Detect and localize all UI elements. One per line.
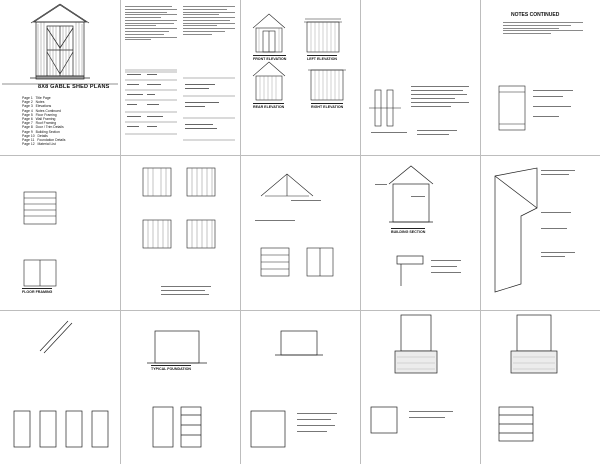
- notes-continued-lines: [503, 22, 583, 36]
- sheet-wall-framing: [121, 156, 240, 310]
- notes-column-left: [125, 6, 177, 42]
- divider-v1: [120, 0, 121, 464]
- floor-plan-drawing: [250, 330, 337, 448]
- elevations-drawing: [252, 13, 346, 101]
- sheet-floor-framing: FLOOR FRAMING: [0, 156, 120, 310]
- document-title: 8X8 GABLE SHED PLANS: [38, 84, 110, 90]
- caption-left-elevation: LEFT ELEVATION: [307, 55, 338, 61]
- rafter-detail-drawing: [494, 167, 575, 293]
- sheet-index-row: Page 9 Building Section: [22, 129, 60, 134]
- sheet-index-row: Page 5 Floor Framing: [22, 112, 57, 117]
- notes-tables: [125, 69, 235, 141]
- notes-continued-heading: NOTES CONTINUED: [511, 12, 560, 18]
- sheet-roof-framing: [241, 156, 360, 310]
- divider-v3: [360, 0, 361, 464]
- divider-v2: [240, 0, 241, 464]
- notes-column-right: [183, 6, 235, 37]
- pier-detail-drawing: [498, 314, 558, 442]
- caption-right-elevation: RIGHT ELEVATION: [311, 103, 344, 109]
- sheet-index-row: Page 1 Title Page: [22, 96, 51, 100]
- sheet-slab-detail: [361, 311, 480, 464]
- sheet-index-row: Page 7 Roof Framing: [22, 121, 57, 126]
- sheet-building-section: BUILDING SECTION: [361, 156, 480, 310]
- divider-v4: [480, 0, 481, 464]
- caption-typical-foundation: TYPICAL FOUNDATION: [151, 365, 191, 371]
- sheet-notes: [121, 0, 240, 155]
- sheet-index-row: Page 10 Details: [22, 133, 48, 138]
- divider-h1: [0, 155, 600, 156]
- sheet-index-row: Page 11 Foundation Details: [22, 138, 66, 143]
- building-section-drawing: [375, 165, 461, 286]
- notes-continued-detail: [498, 85, 573, 131]
- caption-front-elevation: FRONT ELEVATION: [253, 55, 287, 61]
- sheet-index: Page 1 Title Page Page 2 Notes Page 3 El…: [22, 96, 66, 146]
- sheet-index-row: Page 12 Material List: [22, 142, 56, 147]
- divider-h2: [0, 310, 600, 311]
- sheet-index-row: Page 4 Notes Continued: [22, 108, 61, 113]
- caption-floor-framing: FLOOR FRAMING: [22, 288, 53, 294]
- sheet-rafter-detail: [481, 156, 600, 310]
- sheet-details: [361, 0, 480, 155]
- sheet-title-page: 8X8 GABLE SHED PLANS Page 1 Title Page P…: [0, 0, 120, 155]
- sheet-pier-detail: [481, 311, 600, 464]
- shed-front-drawing: [2, 3, 118, 85]
- foundation-drawing: [147, 330, 207, 448]
- caption-rear-elevation: REAR ELEVATION: [253, 103, 285, 109]
- slab-detail-drawing: [370, 314, 453, 434]
- sheet-notes-continued: NOTES CONTINUED: [481, 0, 600, 155]
- sheet-elevations: FRONT ELEVATION LEFT ELEVATION REAR ELEV…: [241, 0, 360, 155]
- floor-framing-drawing: [23, 191, 57, 287]
- sheet-index-row: Page 3 Elevations: [22, 104, 52, 109]
- sheet-floor-plan: [241, 311, 360, 464]
- sheet-index-row: Page 6 Wall Framing: [22, 117, 56, 122]
- roof-framing-drawing: [255, 173, 334, 277]
- wall-framing-drawing: [142, 167, 216, 295]
- caption-building-section: BUILDING SECTION: [391, 228, 426, 234]
- trim-detail-drawing: [13, 320, 109, 448]
- sheet-index-row: Page 8 Door / Trim Details: [22, 125, 64, 130]
- sheet-trim-detail: [0, 311, 120, 464]
- sheet-foundation: TYPICAL FOUNDATION: [121, 311, 240, 464]
- sheet-index-row: Page 2 Notes: [22, 100, 45, 105]
- detail-drawing: [369, 86, 469, 135]
